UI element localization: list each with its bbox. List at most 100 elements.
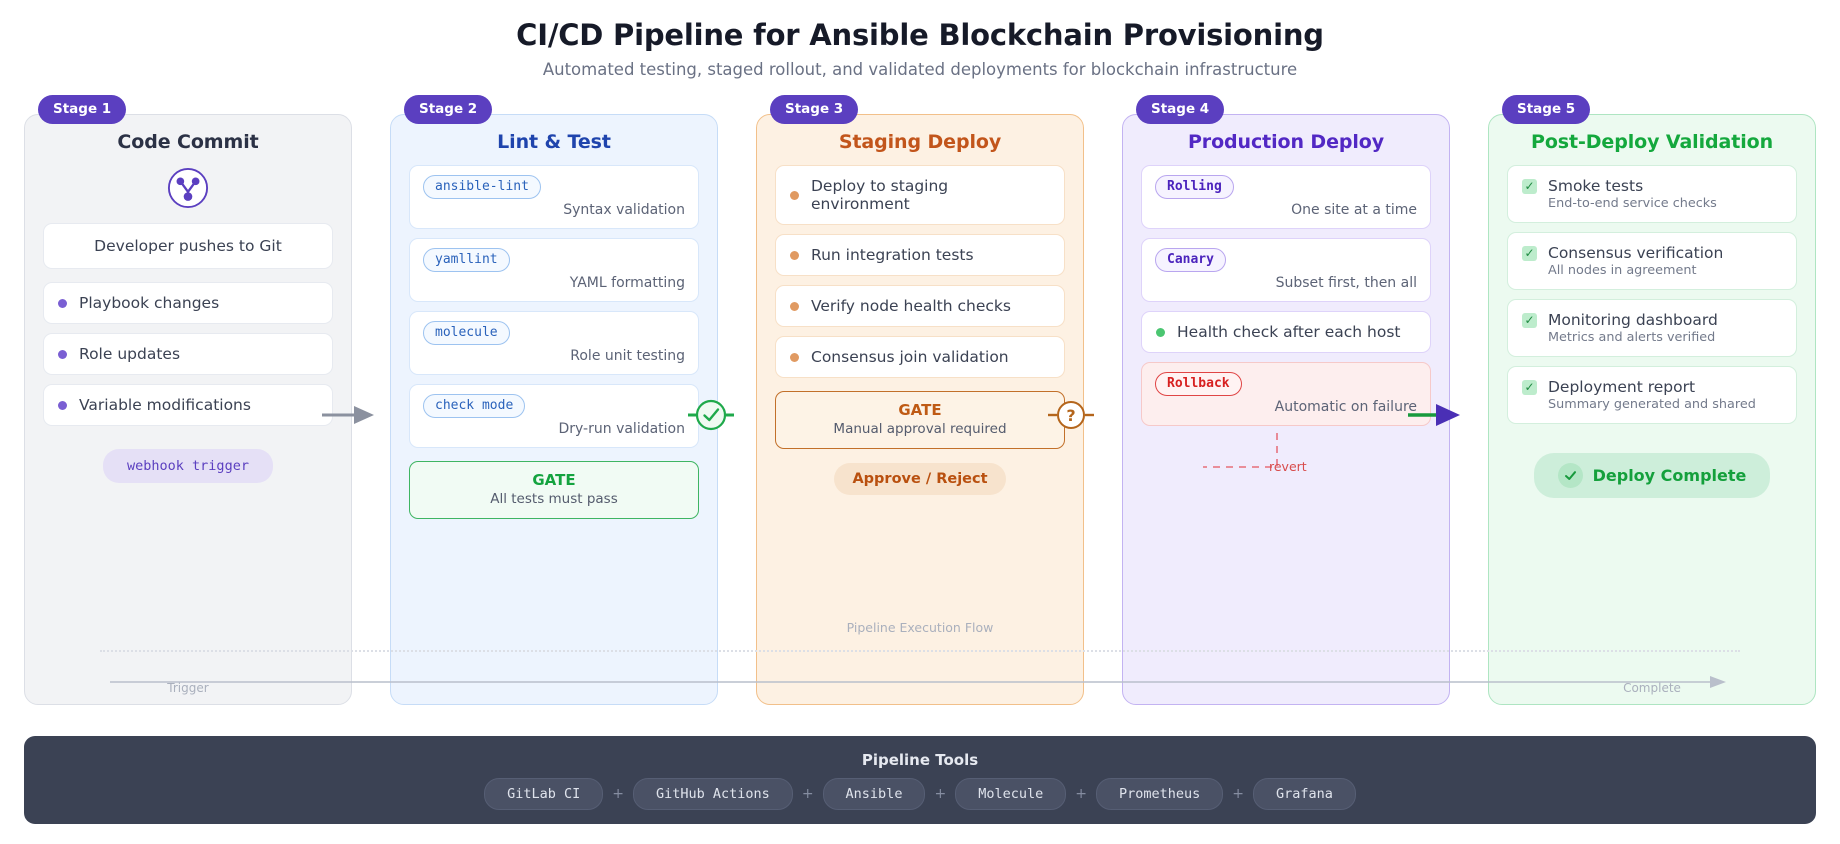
plus-separator-icon: + — [934, 785, 947, 802]
flow-caption: Pipeline Execution Flow — [846, 620, 994, 635]
tool-pill-github-actions[interactable]: GitHub Actions — [633, 777, 793, 810]
stage-badge-2: Stage 2 — [404, 95, 493, 124]
tool-tag: molecule — [423, 321, 510, 345]
page-subtitle: Automated testing, staged rollout, and v… — [542, 60, 1298, 79]
bullet-dot-icon — [790, 352, 799, 362]
stage-column-2: Stage 2 Lint & Test ansible-lint Syntax … — [390, 95, 718, 705]
pipeline-tools-row: GitLab CI + GitHub Actions + Ansible + M… — [484, 777, 1356, 810]
rollback-tag: Rollback — [1155, 372, 1242, 396]
validation-label: Smoke tests — [1548, 177, 1644, 195]
stage-foot-1: Trigger — [167, 681, 209, 695]
list-item-label: Variable modifications — [79, 396, 251, 414]
pipeline-tools-bar: Pipeline Tools GitLab CI + GitHub Action… — [24, 736, 1816, 824]
staging-task-label: Run integration tests — [811, 246, 974, 264]
stage-title-1: Code Commit — [117, 131, 259, 153]
stage-column-1: Stage 1 Code Commit Developer pushes to … — [24, 95, 352, 705]
deploy-complete-badge: Deploy Complete — [1533, 453, 1771, 498]
validation-label: Monitoring dashboard — [1548, 311, 1718, 329]
stage-badge-5: Stage 5 — [1502, 95, 1591, 124]
deploy-complete-label: Deploy Complete — [1592, 466, 1747, 485]
strategy-tag: Canary — [1155, 248, 1226, 272]
stage-rail: Stage 1 Code Commit Developer pushes to … — [24, 95, 1816, 705]
checkbox-checked-icon: ✓ — [1522, 380, 1537, 395]
health-check-item: Health check after each host — [1141, 311, 1431, 353]
stage-title-2: Lint & Test — [497, 131, 611, 153]
stage-badge-3: Stage 3 — [770, 95, 859, 124]
list-item: Role updates — [43, 333, 333, 375]
git-merge-icon — [167, 167, 209, 209]
validation-label: Consensus verification — [1548, 244, 1724, 262]
gate-box-tests: GATE All tests must pass — [409, 461, 699, 519]
stage-panel-3: Staging Deploy Deploy to staging environ… — [756, 114, 1084, 705]
stage-foot-2 — [409, 695, 699, 704]
stage-badge-4: Stage 4 — [1136, 95, 1225, 124]
rollback-description: Automatic on failure — [1274, 399, 1417, 415]
tool-tag-description: Dry-run validation — [558, 421, 685, 437]
validation-item: ✓ Deployment report Summary generated an… — [1507, 366, 1797, 424]
stage-panel-2: Lint & Test ansible-lint Syntax validati… — [390, 114, 718, 705]
stage-panel-1: Code Commit Developer pushes to Git Play… — [24, 114, 352, 705]
staging-task-label: Verify node health checks — [811, 297, 1011, 315]
pipeline-tools-title: Pipeline Tools — [861, 750, 979, 769]
plus-separator-icon: + — [801, 785, 814, 802]
git-merge-icon-wrap — [43, 167, 333, 209]
strategy-description: One site at a time — [1291, 202, 1417, 218]
stage-panel-5: Post-Deploy Validation ✓ Smoke tests End… — [1488, 114, 1816, 705]
stage-column-3: Stage 3 Staging Deploy Deploy to staging… — [756, 95, 1084, 705]
webhook-trigger-pill: webhook trigger — [103, 449, 273, 483]
staging-task-label: Deploy to staging environment — [811, 177, 949, 213]
gate-sublabel: Manual approval required — [833, 421, 1007, 437]
validation-item: ✓ Monitoring dashboard Metrics and alert… — [1507, 299, 1797, 357]
rollback-item: Rollback Automatic on failure — [1141, 362, 1431, 426]
manual-approval-question-icon: ? — [1048, 401, 1094, 429]
checkbox-checked-icon: ✓ — [1522, 179, 1537, 194]
gate-box-manual-approval: GATE Manual approval required — [775, 391, 1065, 449]
header: CI/CD Pipeline for Ansible Blockchain Pr… — [0, 0, 1840, 79]
page-title: CI/CD Pipeline for Ansible Blockchain Pr… — [516, 18, 1324, 52]
flow-arrow-line — [110, 676, 1726, 688]
tool-pill-prometheus[interactable]: Prometheus — [1095, 777, 1224, 810]
tool-pill-gitlab-ci[interactable]: GitLab CI — [484, 777, 604, 810]
list-item-label: Playbook changes — [79, 294, 220, 312]
checkbox-checked-icon: ✓ — [1522, 313, 1537, 328]
plus-separator-icon: + — [1075, 785, 1087, 802]
arrow-stage1-to-stage2-icon — [322, 406, 374, 424]
tool-pill-molecule[interactable]: Molecule — [955, 777, 1067, 810]
commit-lead-card: Developer pushes to Git — [43, 223, 333, 269]
validation-item: ✓ Smoke tests End-to-end service checks — [1507, 165, 1797, 223]
svg-text:?: ? — [1066, 406, 1075, 425]
bullet-dot-icon — [790, 250, 799, 260]
gate-label: GATE — [898, 401, 942, 419]
validation-sublabel: All nodes in agreement — [1548, 263, 1697, 278]
strategy-description: Subset first, then all — [1275, 275, 1417, 291]
tool-pill-ansible[interactable]: Ansible — [822, 777, 926, 810]
plus-separator-icon: + — [1232, 785, 1244, 802]
list-item-label: Role updates — [79, 345, 181, 363]
lint-task-item: yamllint YAML formatting — [409, 238, 699, 302]
stage-column-5: Stage 5 Post-Deploy Validation ✓ Smoke t… — [1488, 95, 1816, 705]
revert-dashed-arrow-icon — [1203, 433, 1278, 468]
validation-item: ✓ Consensus verification All nodes in ag… — [1507, 232, 1797, 290]
tool-tag: yamllint — [423, 248, 510, 272]
lint-task-item: check mode Dry-run validation — [409, 384, 699, 448]
approve-reject-button[interactable]: Approve / Reject — [834, 463, 1006, 495]
arrow-stage4-to-stage5-icon — [1408, 404, 1460, 426]
tool-pill-grafana[interactable]: Grafana — [1252, 777, 1356, 810]
validation-sublabel: Summary generated and shared — [1548, 397, 1756, 412]
revert-label: revert — [1269, 459, 1307, 474]
bullet-dot-icon — [58, 298, 67, 308]
bullet-dot-icon — [58, 349, 67, 359]
lint-task-item: molecule Role unit testing — [409, 311, 699, 375]
bullet-dot-icon — [790, 190, 799, 200]
tool-tag: check mode — [423, 394, 526, 418]
stage-title-5: Post-Deploy Validation — [1531, 131, 1773, 153]
bullet-dot-icon — [58, 400, 67, 410]
checkbox-checked-icon: ✓ — [1522, 246, 1537, 261]
tool-tag-description: Syntax validation — [563, 202, 685, 218]
bullet-dot-icon — [1156, 327, 1165, 337]
flow-dotted-line — [100, 650, 1740, 652]
stage-foot-4 — [1141, 695, 1431, 704]
health-check-label: Health check after each host — [1177, 323, 1401, 341]
lint-task-item: ansible-lint Syntax validation — [409, 165, 699, 229]
stage-title-4: Production Deploy — [1187, 131, 1385, 153]
